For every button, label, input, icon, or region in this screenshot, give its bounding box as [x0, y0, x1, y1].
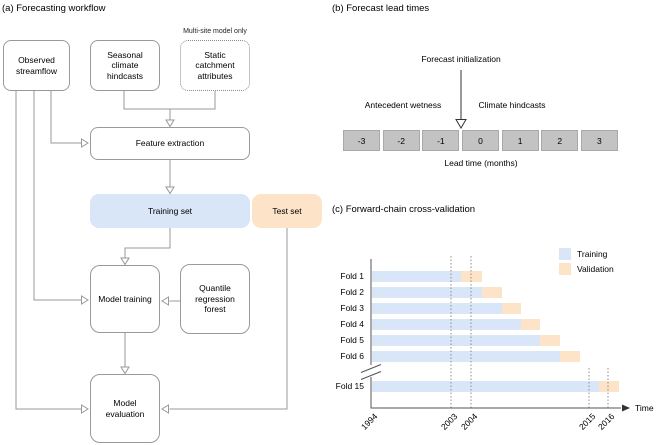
arrowhead-right-icon: [81, 138, 89, 148]
validation-bar-segment: [560, 351, 580, 362]
forecast-initialization-label: Forecast initialization: [421, 54, 501, 64]
training-bar-segment: [372, 319, 521, 330]
observed-to-feature-line: [50, 91, 81, 144]
validation-bar-segment: [461, 271, 482, 282]
seasonal-hindcasts-box: Seasonal climate hindcasts: [90, 40, 160, 91]
panel-c-title: (c) Forward-chain cross-validation: [332, 204, 476, 215]
training-set-box: Training set: [90, 194, 250, 228]
static-attributes-box: Static catchment attributes: [180, 40, 250, 91]
validation-bar-segment: [482, 287, 502, 298]
model-evaluation-box: Model evaluation: [90, 374, 160, 443]
arrowhead-down-icon: [455, 119, 467, 129]
lead-time-cell: 3: [580, 130, 618, 151]
fold-label: Fold 6: [340, 351, 364, 361]
lead-time-axis-caption: Lead time (months): [444, 158, 518, 168]
arrowhead-right-icon: [81, 404, 89, 414]
antecedent-wetness-label: Antecedent wetness: [364, 100, 442, 110]
validation-bar-segment: [540, 335, 560, 346]
lead-time-cell: -1: [422, 130, 460, 151]
arrowhead-right-icon: [81, 295, 89, 305]
x-tick-label: 1994: [358, 411, 380, 432]
multi-site-note: Multi-site model only: [183, 28, 247, 35]
cross-validation-plot: Fold 1 Fold 2 Fold 3 Fold 4 Fold 5 Fold 6 Fold…: [336, 258, 625, 432]
arrowhead-down-icon: [120, 257, 130, 266]
training-bar-segment: [372, 351, 560, 362]
lead-time-cell: -2: [382, 130, 420, 151]
arrowhead-down-icon: [165, 186, 175, 195]
feature-extraction-box: Feature extraction: [90, 127, 250, 160]
lead-time-cell: -3: [343, 130, 381, 151]
fold-label: Fold 15: [335, 381, 364, 391]
training-bar-segment: [372, 303, 502, 314]
validation-bar-segment: [502, 303, 521, 314]
validation-bar-segment: [521, 319, 540, 330]
arrowhead-left-icon: [161, 296, 169, 306]
fold-label: Fold 3: [340, 303, 364, 313]
observed-streamflow-box: Observed streamflow: [3, 40, 70, 91]
fold-label: Fold 1: [340, 271, 364, 281]
observed-to-eval-line: [15, 91, 81, 410]
model-training-box: Model training: [90, 265, 160, 333]
time-axis-label: Time: [635, 403, 654, 413]
forecast-init-arrow: [455, 70, 467, 129]
legend-swatch-training: [559, 248, 571, 260]
test-set-box: Test set: [252, 194, 322, 228]
fold-label: Fold 5: [340, 335, 364, 345]
lead-time-cell: 0: [461, 130, 500, 151]
climate-hindcasts-label: Climate hindcasts: [478, 100, 546, 110]
training-bar-segment: [372, 381, 599, 392]
arrowhead-down-icon: [165, 119, 175, 128]
qrf-box: Quantile regression forest: [180, 264, 250, 334]
observed-to-model-line: [33, 91, 81, 301]
training-to-model-line: [124, 228, 171, 258]
lead-time-cell: 1: [501, 130, 539, 151]
training-bar-segment: [372, 287, 482, 298]
fold-label: Fold 2: [340, 287, 364, 297]
arrowhead-left-icon: [161, 404, 169, 414]
training-bar-segment: [372, 335, 540, 346]
arrowhead-down-icon: [120, 366, 130, 375]
training-bar-segment: [372, 271, 461, 282]
panel-a-title: (a) Forecasting workflow: [2, 3, 106, 14]
panel-b-title: (b) Forecast lead times: [332, 3, 430, 14]
hindcast-join-line: [123, 91, 216, 110]
validation-bar-segment: [599, 381, 619, 392]
lead-time-cell: 2: [541, 130, 579, 151]
fold-label: Fold 4: [340, 319, 364, 329]
legend-label-training: Training: [577, 249, 608, 259]
